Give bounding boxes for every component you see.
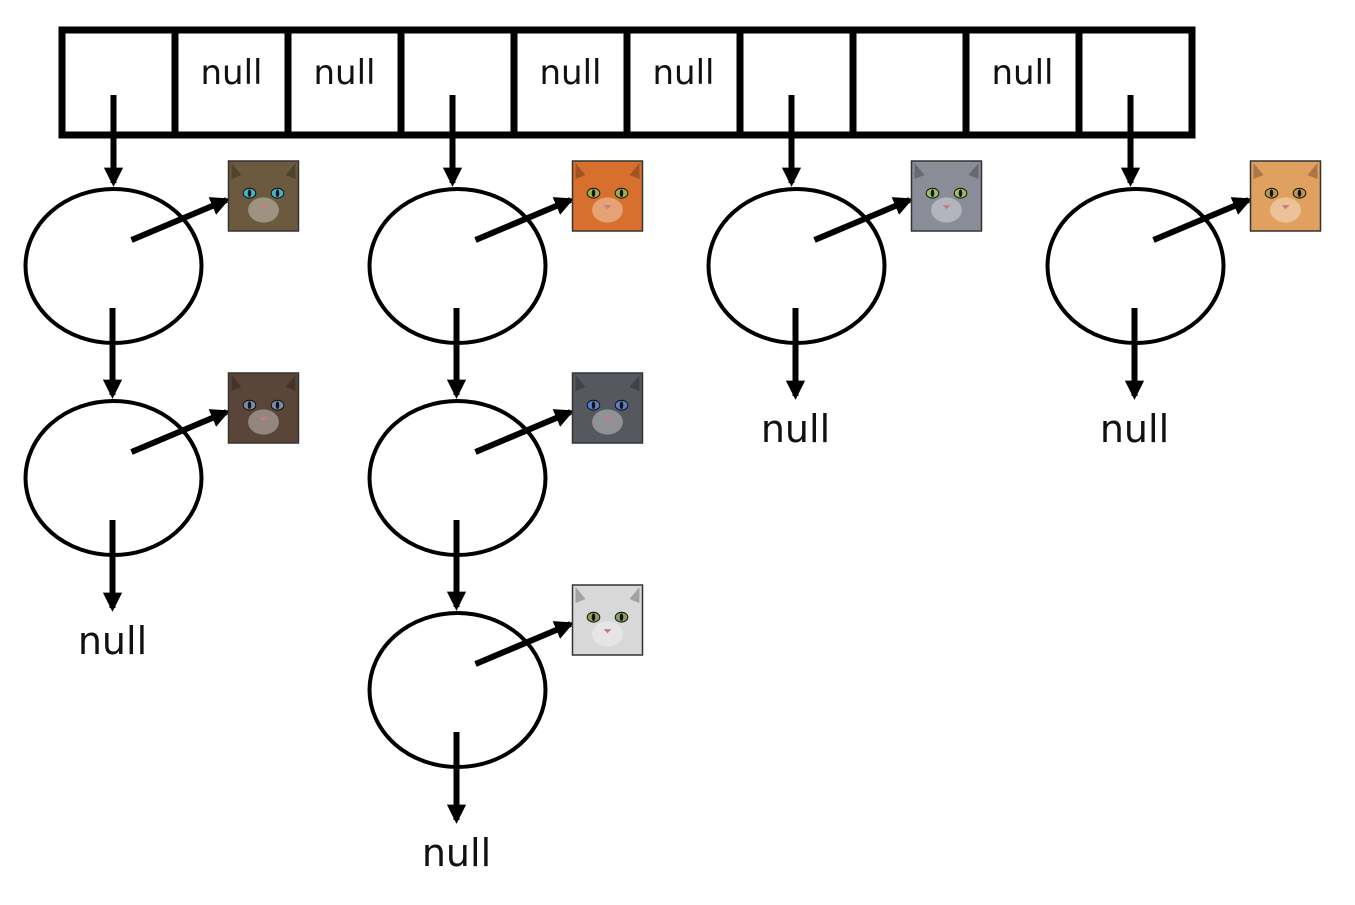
array-cell-box xyxy=(510,26,631,139)
array-cell-box xyxy=(58,26,179,139)
array-cell-box xyxy=(284,26,405,139)
array-cell xyxy=(397,26,518,139)
chain-end-null-label: null xyxy=(1100,407,1169,451)
array-cell-box xyxy=(962,26,1083,139)
bucket-array: null null null null null xyxy=(58,26,1196,139)
array-cell-box xyxy=(397,26,518,139)
data-pointer-arrow xyxy=(130,409,231,455)
array-cell: null xyxy=(284,26,405,139)
data-pointer-arrow xyxy=(474,409,575,455)
chain: null xyxy=(706,95,983,451)
data-pointer-arrow xyxy=(813,197,914,243)
array-cell xyxy=(849,26,970,139)
orange-cat-icon xyxy=(571,160,644,232)
chain-end-null-label: null xyxy=(761,407,830,451)
array-cell: null xyxy=(510,26,631,139)
bucket-chains: null null null null xyxy=(23,95,1322,875)
brown-white-cat-icon xyxy=(227,372,300,444)
cream-orange-cat-icon xyxy=(1249,160,1322,232)
array-cell: null xyxy=(171,26,292,139)
gray-blue-cat-icon xyxy=(571,372,644,444)
array-cell-box xyxy=(736,26,857,139)
chain: null xyxy=(367,95,644,875)
chain-end-null-label: null xyxy=(78,619,147,663)
array-cell-box xyxy=(849,26,970,139)
chain: null xyxy=(23,95,300,663)
array-cell xyxy=(736,26,857,139)
chain: null xyxy=(1045,95,1322,451)
gray-cat-icon xyxy=(910,160,983,232)
tabby-cat-icon xyxy=(227,160,300,232)
data-pointer-arrow xyxy=(474,197,575,243)
array-cell xyxy=(58,26,179,139)
array-cell-label: null xyxy=(992,53,1054,93)
array-cell-box xyxy=(171,26,292,139)
data-pointer-arrow xyxy=(130,197,231,243)
array-cell-label: null xyxy=(314,53,376,93)
array-cell xyxy=(1075,26,1196,139)
array-cell-label: null xyxy=(540,53,602,93)
chain-end-null-label: null xyxy=(422,831,491,875)
white-gray-cat-icon xyxy=(571,584,644,656)
array-cell: null xyxy=(962,26,1083,139)
data-pointer-arrow xyxy=(1152,197,1253,243)
data-pointer-arrow xyxy=(474,621,575,667)
array-cell: null xyxy=(623,26,744,139)
array-cell-box xyxy=(1075,26,1196,139)
array-cell-label: null xyxy=(201,53,263,93)
array-cell-label: null xyxy=(653,53,715,93)
